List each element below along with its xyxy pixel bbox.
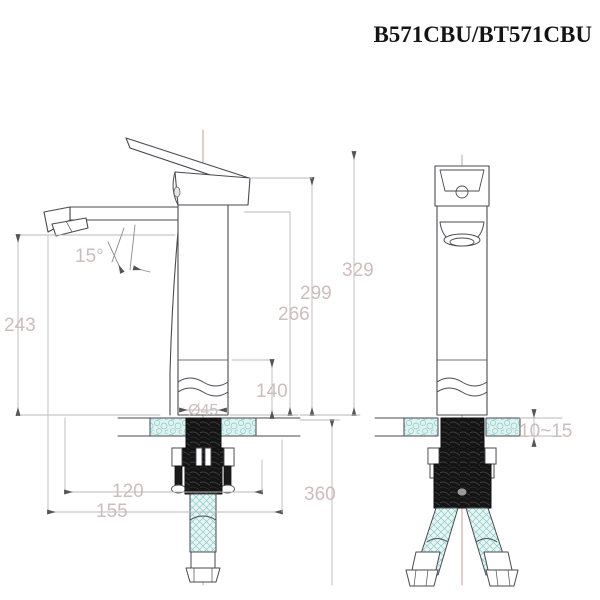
spout-reach-label: 120 — [112, 481, 144, 502]
lock-nut — [184, 465, 223, 495]
front-mounting-bracket — [427, 447, 497, 465]
faucet-column — [169, 204, 229, 416]
counter-thickness-label: 10~15 — [519, 421, 572, 442]
supply-hose-right — [465, 507, 519, 587]
supply-hose — [185, 493, 221, 583]
dimension-lines — [15, 151, 563, 586]
total-reach-label: 155 — [96, 501, 128, 522]
front-mounting-shank — [440, 417, 485, 449]
counter-deck — [117, 417, 301, 437]
dimension-labels: 15° 243 266 299 329 140 Ø45 120 155 360 … — [4, 246, 572, 522]
spout-ring — [439, 221, 485, 247]
column-lower-label: 140 — [256, 381, 288, 402]
body-mid-label: 266 — [278, 304, 310, 325]
spout-angle-label: 15° — [75, 246, 104, 267]
supply-hose-left — [405, 507, 459, 587]
spout-height-label: 243 — [4, 315, 36, 336]
side-elevation-view — [43, 129, 301, 586]
spout-arm — [69, 206, 184, 221]
handle-low-label: 299 — [300, 283, 332, 304]
overall-height-label: 329 — [342, 260, 374, 281]
front-elevation-view — [374, 154, 546, 587]
mounting-shank — [185, 417, 222, 449]
handle-hub — [172, 171, 251, 206]
handle-cap — [434, 165, 490, 207]
column-break-symbol — [177, 377, 229, 397]
angle-leader-15 — [107, 224, 151, 274]
front-column-break-symbol — [436, 377, 488, 397]
page-title: B571CBU/BT571CBU — [373, 22, 592, 47]
front-lock-nut — [433, 463, 492, 509]
below-counter-label: 360 — [304, 484, 336, 505]
mounting-bracket — [171, 447, 235, 467]
spout-tip-aerator — [43, 206, 89, 237]
column-diameter-label: Ø45 — [188, 402, 218, 419]
